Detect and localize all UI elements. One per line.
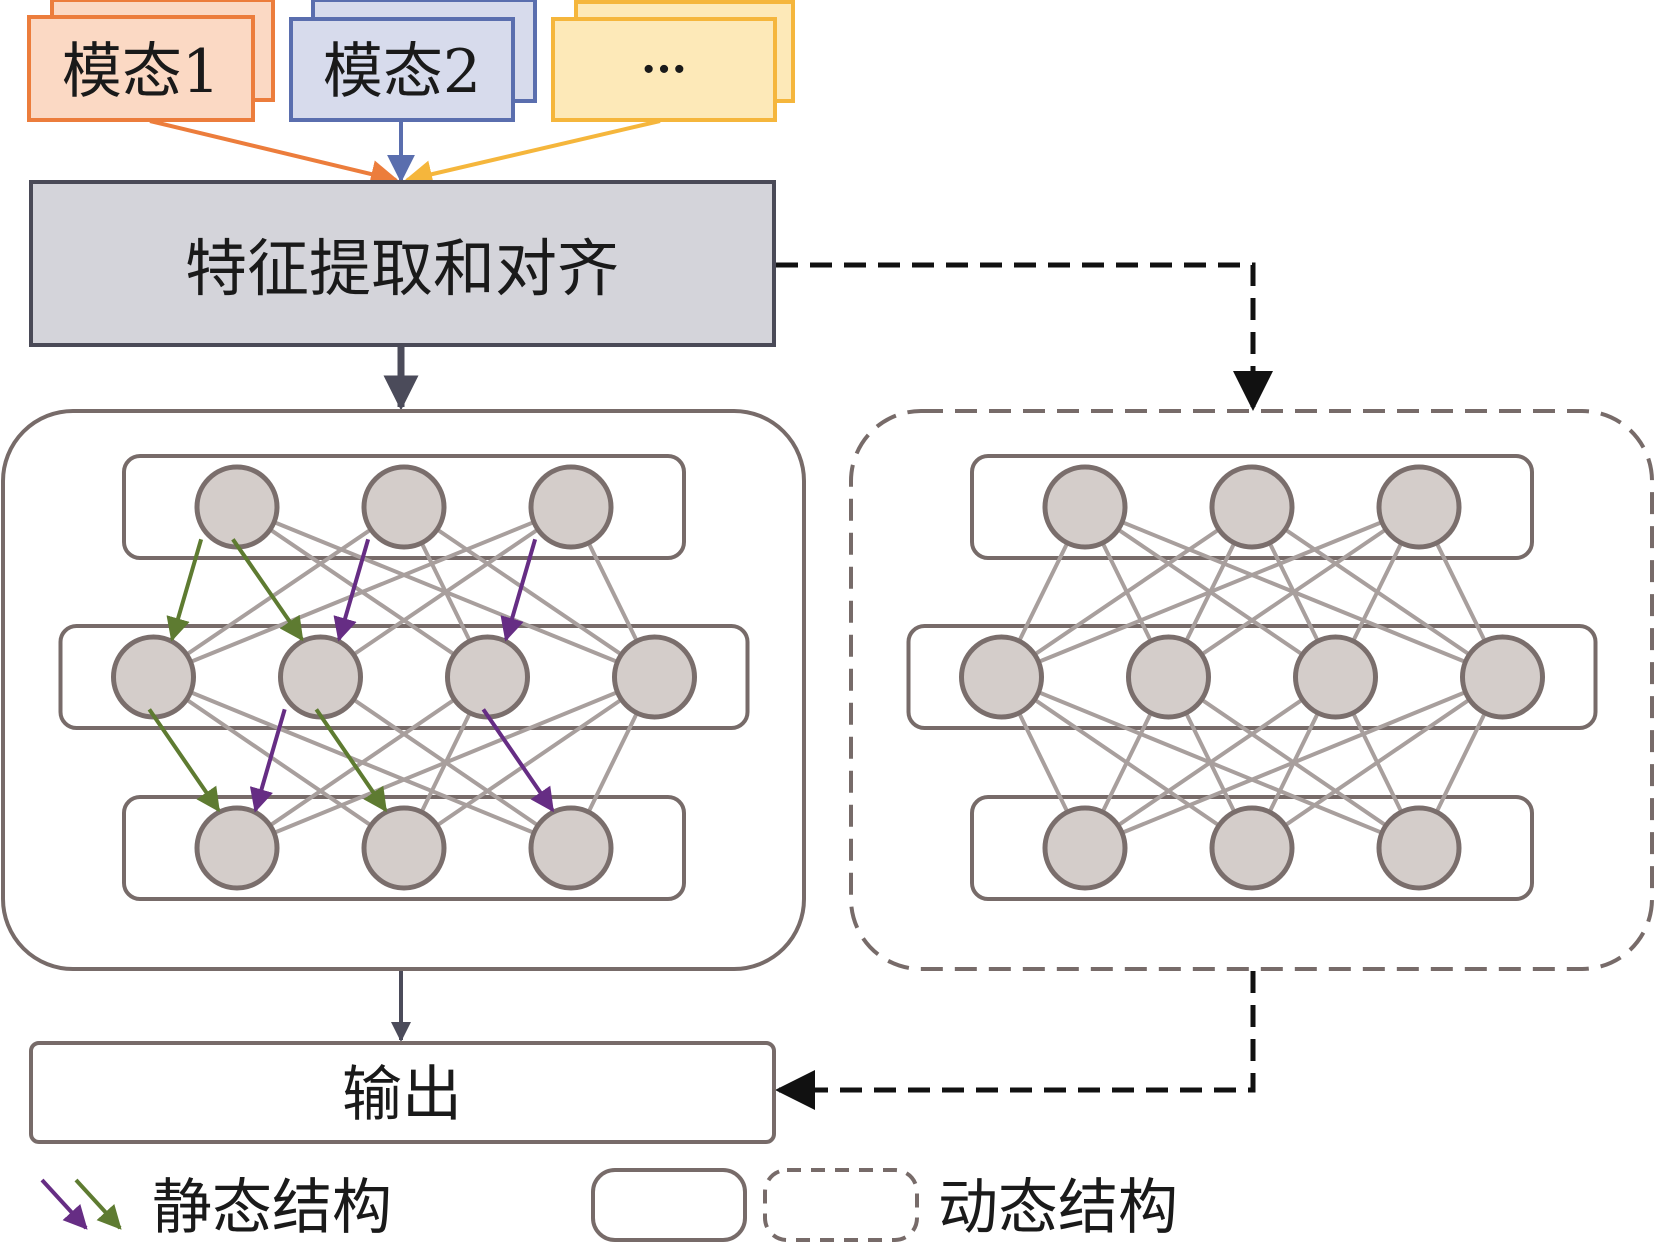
- legend-dynamic-label: 动态结构: [938, 1173, 1178, 1243]
- dynamic-layer-3-box: [970, 795, 1534, 901]
- output-label: 输出: [342, 1060, 462, 1130]
- static-edge: [152, 505, 572, 679]
- feature-extraction-box: 特征提取和对齐: [29, 180, 776, 347]
- legend-dashed-box-icon: [763, 1168, 919, 1242]
- dynamic-edge: [1000, 505, 1420, 679]
- legend-static-label: 静态结构: [152, 1173, 392, 1243]
- feature-extraction-rect: [29, 180, 776, 347]
- modality-2-label: 模态2: [323, 37, 481, 107]
- static-node: [278, 634, 363, 720]
- modality-more-label: ···: [641, 44, 687, 95]
- static-node: [528, 805, 614, 891]
- dynamic-node: [1042, 464, 1128, 550]
- static-structure-panel: [1, 409, 806, 971]
- output-rect: [29, 1041, 776, 1144]
- static-edge: [402, 675, 656, 850]
- static-purple-arrow: [333, 538, 371, 642]
- dashed-arrow-dynamic-to-output: [775, 971, 1256, 1110]
- static-green-arrow: [314, 708, 388, 813]
- static-edge: [319, 505, 573, 679]
- static-green-arrow: [231, 538, 304, 642]
- static-edge: [152, 505, 406, 679]
- static-green-arrow: [166, 538, 204, 642]
- modality-2-card-front: [289, 17, 515, 122]
- static-purple-arrow: [481, 708, 555, 813]
- dynamic-node: [959, 634, 1044, 720]
- dynamic-edge: [1167, 505, 1421, 679]
- modality-1-card: 模态1: [27, 0, 275, 122]
- static-node: [194, 464, 280, 550]
- static-node: [111, 634, 196, 720]
- modality-2-card: 模态2: [289, 0, 537, 122]
- dynamic-structure-panel: [849, 409, 1654, 971]
- legend-purple-arrow-icon: [40, 1178, 88, 1230]
- modality-1-card-front: [27, 15, 255, 122]
- static-node: [361, 464, 447, 550]
- static-edge: [235, 675, 489, 850]
- legend: 静态结构 动态结构: [40, 1168, 1178, 1243]
- modality-more-card-front: [551, 17, 777, 122]
- dynamic-node: [1376, 805, 1462, 891]
- arrow-modality-1-to-feature: [149, 119, 399, 188]
- dynamic-node: [1293, 634, 1378, 720]
- legend-solid-box-icon: [591, 1168, 747, 1242]
- static-node: [528, 464, 614, 550]
- output-box: 输出: [29, 1041, 776, 1144]
- static-edge: [152, 675, 406, 850]
- static-node: [612, 634, 697, 720]
- arrow-modality-more-to-feature: [404, 119, 661, 188]
- dynamic-node: [1209, 464, 1295, 550]
- dashed-arrow-feature-to-dynamic: [776, 262, 1273, 411]
- modality-more-card: ···: [551, 0, 795, 122]
- dynamic-node: [1209, 805, 1295, 891]
- dynamic-node: [1460, 634, 1545, 720]
- static-network: [58, 454, 750, 901]
- dynamic-edge: [1000, 505, 1254, 679]
- static-purple-arrow: [500, 538, 538, 642]
- static-node: [194, 805, 280, 891]
- static-purple-arrow: [249, 708, 287, 813]
- dynamic-layer-1-box: [970, 454, 1534, 560]
- static-layer-2-box: [58, 624, 750, 730]
- static-green-arrow: [147, 708, 221, 813]
- dynamic-layer-2-box: [906, 624, 1598, 730]
- dynamic-node: [1042, 805, 1128, 891]
- dynamic-edge: [1083, 675, 1337, 850]
- dynamic-network: [906, 454, 1598, 901]
- static-layer-1-box: [122, 454, 686, 560]
- dynamic-edge: [1084, 675, 1504, 850]
- static-edge: [236, 675, 656, 850]
- feature-extraction-label: 特征提取和对齐: [185, 232, 619, 305]
- static-edge: [402, 505, 656, 679]
- static-node: [445, 634, 530, 720]
- static-layer-3-box: [122, 795, 686, 901]
- dynamic-node: [1126, 634, 1211, 720]
- static-node: [361, 805, 447, 891]
- dynamic-node: [1376, 464, 1462, 550]
- dynamic-edge: [1250, 675, 1504, 850]
- modality-1-label: 模态1: [62, 37, 220, 107]
- legend-green-arrow-icon: [74, 1178, 122, 1230]
